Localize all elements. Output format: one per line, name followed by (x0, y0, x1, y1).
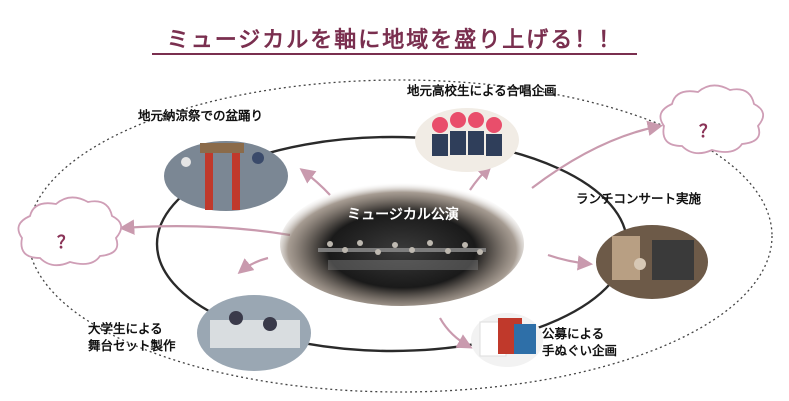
musical-stage-photo (280, 182, 524, 306)
activity-label-stage-set-line2: 舞台セット製作 (88, 338, 176, 353)
arrow-to-unknown-left (118, 219, 291, 237)
activity-label-chorus: 地元高校生による合唱企画 (407, 83, 557, 98)
chorus-photo (415, 108, 519, 172)
activity-label-tenugui-line1: 公募による (542, 326, 605, 341)
arrow-to-bon-odori (299, 168, 331, 196)
activity-label-stage-set: 大学生による 舞台セット製作 (88, 320, 176, 354)
unknown-right-qmark: ？ (699, 122, 716, 142)
activity-label-bon-odori: 地元納涼祭での盆踊り (138, 108, 264, 123)
activity-label-tenugui-line2: 手ぬぐい企画 (542, 343, 618, 358)
activity-label-stage-set-line1: 大学生による (88, 321, 163, 336)
outer-dotted-ellipse (27, 79, 773, 393)
stage-performers (318, 240, 486, 270)
lunch-concert-photo (596, 225, 708, 299)
arrow-to-stage-set (237, 256, 269, 274)
activity-label-tenugui: 公募による 手ぬぐい企画 (542, 325, 617, 359)
activity-label-lunch-concert: ランチコンサート実施 (576, 191, 702, 206)
diagram-title: ミュージカルを軸に地域を盛り上げる！！ (166, 28, 623, 53)
arrows (118, 120, 664, 349)
unknown-left-qmark: ？ (57, 233, 74, 253)
arrow-to-unknown-right (531, 120, 664, 189)
unknown-cloud-left (17, 196, 122, 267)
tenugui-photo (471, 313, 543, 367)
unknown-cloud-right (659, 84, 764, 155)
center-musical-label: ミュージカル公演 (347, 207, 459, 223)
bon-odori-photo (164, 141, 288, 211)
arrow-to-tenugui (439, 317, 473, 349)
title-underline (152, 53, 637, 55)
arrow-to-lunch-concert (547, 253, 594, 271)
stage-set-photo (197, 295, 311, 371)
